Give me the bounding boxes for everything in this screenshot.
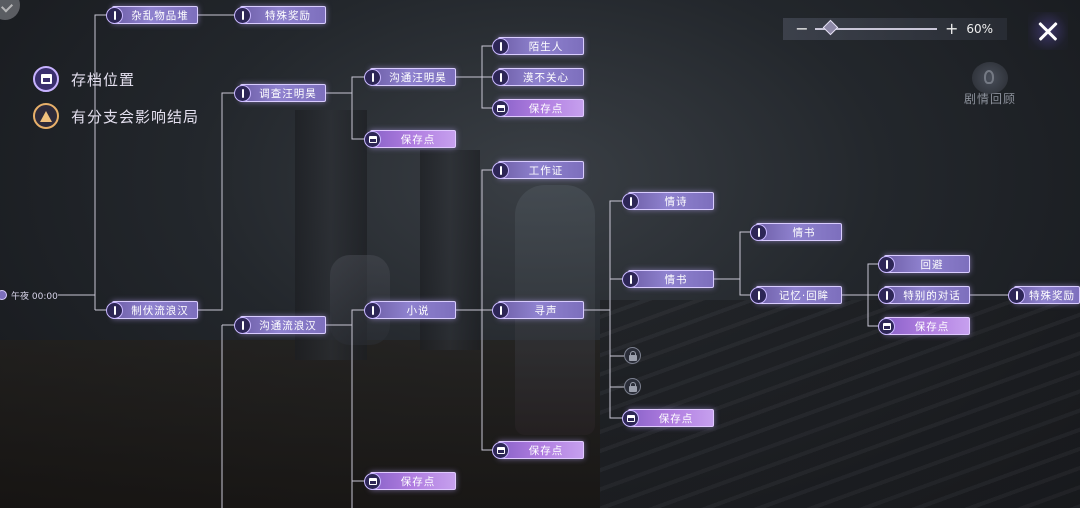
zoom-slider[interactable] [815, 19, 937, 36]
story-node[interactable]: 特别的对话 [878, 286, 970, 304]
zoom-value: 60% [966, 22, 994, 36]
save-slot-icon [622, 409, 639, 427]
close-icon[interactable] [1028, 12, 1068, 50]
chapter-icon [878, 286, 895, 304]
save-point-node[interactable]: 保存点 [364, 130, 456, 148]
chapter-icon [364, 301, 381, 319]
save-slot-icon [364, 472, 381, 490]
story-review-label: 剧情回顾 [963, 92, 1016, 106]
chapter-icon [1008, 286, 1025, 304]
story-node[interactable]: 寻声 [492, 301, 584, 319]
save-point-node[interactable]: 保存点 [492, 99, 584, 117]
story-node[interactable]: 情书 [622, 270, 714, 288]
back-check-icon[interactable] [0, 0, 20, 20]
chapter-icon [234, 316, 251, 334]
story-review-button[interactable]: 剧情回顾 [955, 62, 1025, 107]
story-node[interactable]: 情诗 [622, 192, 714, 210]
story-node[interactable]: 漠不关心 [492, 68, 584, 86]
save-slot-icon [33, 66, 59, 92]
story-node[interactable]: 特殊奖励 [234, 6, 326, 24]
timeline-start: 午夜 00:00 [0, 287, 58, 303]
zoom-slider-handle[interactable] [822, 19, 839, 36]
chapter-icon [106, 301, 123, 319]
legend-save-slot: 存档位置 [33, 66, 135, 92]
legend-label: 有分支会影响结局 [71, 107, 200, 126]
start-dot-icon [0, 290, 7, 300]
lock-icon [624, 378, 641, 395]
story-node[interactable]: 调查汪明昊 [234, 84, 326, 102]
chapter-icon [492, 37, 509, 55]
chapter-icon [234, 6, 251, 24]
story-node[interactable]: 沟通汪明昊 [364, 68, 456, 86]
story-node[interactable]: 杂乱物品堆 [106, 6, 198, 24]
chapter-icon [492, 68, 509, 86]
chapter-icon [622, 270, 639, 288]
story-node[interactable]: 情书 [750, 223, 842, 241]
story-review-icon [972, 62, 1008, 94]
story-node[interactable]: 工作证 [492, 161, 584, 179]
chapter-icon [750, 286, 767, 304]
story-node[interactable]: 陌生人 [492, 37, 584, 55]
story-node[interactable]: 沟通流浪汉 [234, 316, 326, 334]
story-node[interactable]: 小说 [364, 301, 456, 319]
chapter-icon [364, 68, 381, 86]
chapter-icon [492, 301, 509, 319]
save-point-node[interactable]: 保存点 [878, 317, 970, 335]
story-node[interactable]: 制伏流浪汉 [106, 301, 198, 319]
story-node[interactable]: 回避 [878, 255, 970, 273]
chapter-icon [750, 223, 767, 241]
story-node[interactable]: 记忆·回眸 [750, 286, 842, 304]
chapter-icon [234, 84, 251, 102]
save-slot-icon [364, 130, 381, 148]
zoom-control: − + 60% [783, 18, 1007, 40]
save-slot-icon [492, 99, 509, 117]
story-node[interactable]: 特殊奖励 [1008, 286, 1080, 304]
save-point-node[interactable]: 保存点 [364, 472, 456, 490]
legend-branch: 有分支会影响结局 [33, 103, 199, 129]
save-slot-icon [492, 441, 509, 459]
zoom-out-button[interactable]: − [795, 19, 809, 38]
save-point-node[interactable]: 保存点 [492, 441, 584, 459]
save-point-node[interactable]: 保存点 [622, 409, 714, 427]
zoom-in-button[interactable]: + [945, 19, 959, 38]
chapter-icon [622, 192, 639, 210]
start-time-label: 午夜 00:00 [11, 291, 58, 302]
chapter-icon [492, 161, 509, 179]
branch-influence-icon [33, 103, 59, 129]
chapter-icon [106, 6, 123, 24]
legend-label: 存档位置 [71, 70, 136, 89]
lock-icon [624, 347, 641, 364]
save-slot-icon [878, 317, 895, 335]
chapter-icon [878, 255, 895, 273]
